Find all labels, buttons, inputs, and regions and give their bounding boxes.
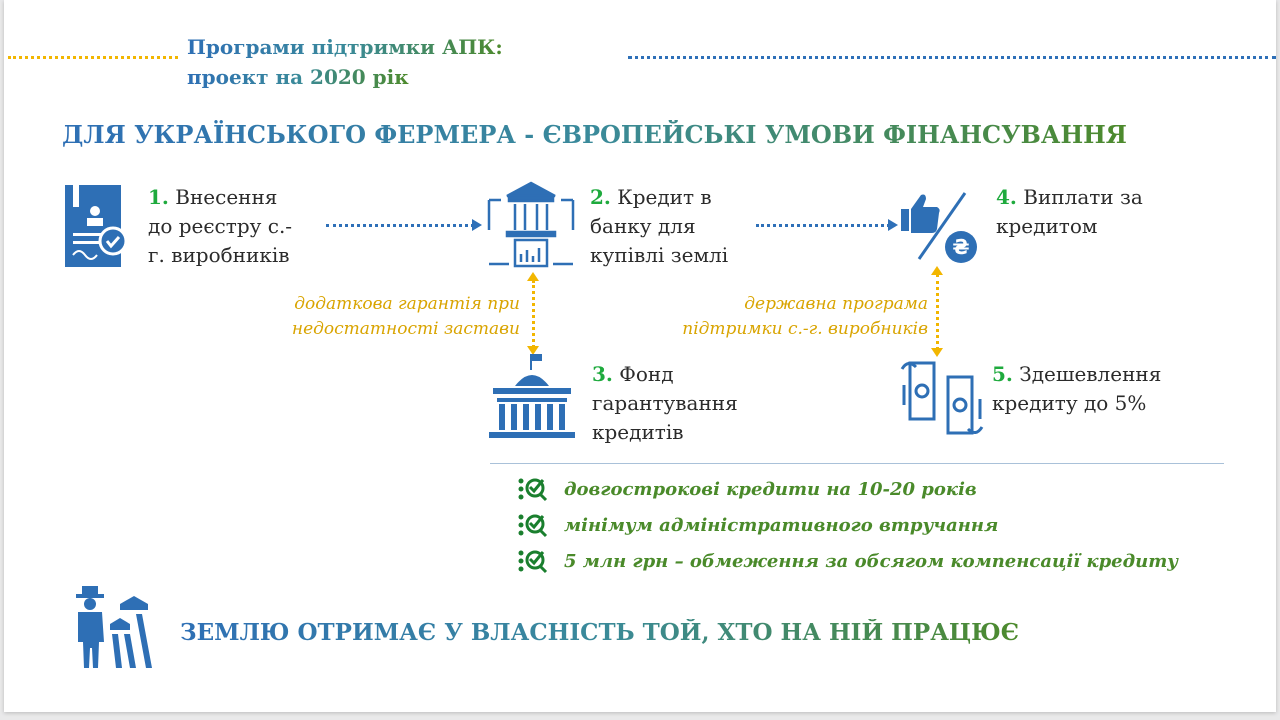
note-line: додаткова гарантія при xyxy=(294,294,520,314)
note-program: державна програма підтримки с.-г. виробн… xyxy=(682,292,928,342)
step-3-text: кредитів xyxy=(592,420,684,444)
step-4-text: кредитом xyxy=(996,214,1098,238)
step-2: 2. Кредит в банку для купівлі землі xyxy=(590,183,728,270)
step-2-number: 2. xyxy=(590,185,611,209)
step-1: 1. Внесення до реєстру с.- г. виробників xyxy=(148,183,292,270)
note-line: державна програма xyxy=(744,294,928,314)
decor-dotted-line-yellow xyxy=(8,56,178,59)
check-magnifier-icon xyxy=(518,514,548,538)
step-2-text: банку для xyxy=(590,214,696,238)
thumbs-up-hryvnia-icon: ₴ xyxy=(895,185,981,267)
step-5: 5. Здешевлення кредиту до 5% xyxy=(992,360,1161,418)
title-line-1: Програми підтримки АПК: xyxy=(187,32,503,62)
step-5-text: кредиту до 5% xyxy=(992,391,1147,415)
step-2-text: купівлі землі xyxy=(590,243,729,267)
step-2-text: Кредит в xyxy=(617,185,712,209)
slide: Програми підтримки АПК: проект на 2020 р… xyxy=(4,0,1276,712)
arrow-2-to-4 xyxy=(756,224,890,227)
step-1-text: до реєстру с.- xyxy=(148,214,293,238)
arrow-1-to-2 xyxy=(326,224,474,227)
headline: ДЛЯ УКРАЇНСЬКОГО ФЕРМЕРА - ЄВРОПЕЙСЬКІ У… xyxy=(62,120,1127,149)
step-1-number: 1. xyxy=(148,185,169,209)
government-building-icon xyxy=(485,352,579,440)
step-3-text: гарантування xyxy=(592,391,738,415)
check-magnifier-icon xyxy=(518,550,548,574)
step-3-number: 3. xyxy=(592,362,613,386)
check-magnifier-icon xyxy=(518,478,548,502)
decor-dotted-line-blue xyxy=(628,56,1276,59)
money-hand-icon xyxy=(900,355,984,441)
benefit-text: 5 млн грн – обмеження за обсягом компенс… xyxy=(564,550,1179,572)
slide-title: Програми підтримки АПК: проект на 2020 р… xyxy=(187,32,503,92)
arrow-head-icon xyxy=(931,266,943,275)
divider xyxy=(490,463,1224,464)
arrow-head-icon xyxy=(527,272,539,281)
step-3: 3. Фонд гарантування кредитів xyxy=(592,360,738,447)
footer-slogan: ЗЕМЛЮ ОТРИМАЄ У ВЛАСНІСТЬ ТОЙ, ХТО НА НІ… xyxy=(180,619,1020,646)
arrow-head-icon xyxy=(931,348,943,357)
bank-icon xyxy=(483,180,579,270)
arrow-head-icon xyxy=(888,219,898,231)
note-line: підтримки с.-г. виробників xyxy=(682,319,928,339)
arrow-head-icon xyxy=(527,346,539,355)
arrow-2-to-3 xyxy=(532,280,535,348)
step-4-text: Виплати за xyxy=(1023,185,1143,209)
step-5-text: Здешевлення xyxy=(1019,362,1162,386)
title-line-2: проект на 2020 рік xyxy=(187,62,409,92)
arrow-4-to-5 xyxy=(936,274,939,350)
svg-text:₴: ₴ xyxy=(952,235,969,259)
benefits-list: довгострокові кредити на 10-20 років мін… xyxy=(518,476,1178,574)
farmer-icon xyxy=(70,584,160,670)
step-3-text: Фонд xyxy=(619,362,674,386)
benefit-item: 5 млн грн – обмеження за обсягом компенс… xyxy=(518,548,1178,574)
registry-document-icon xyxy=(65,185,127,269)
step-4: 4. Виплати за кредитом xyxy=(996,183,1143,241)
note-guarantee: додаткова гарантія при недостатності зас… xyxy=(292,292,520,342)
benefit-text: мінімум адміністративного втручання xyxy=(564,514,999,536)
step-4-number: 4. xyxy=(996,185,1017,209)
benefit-item: довгострокові кредити на 10-20 років xyxy=(518,476,1178,502)
benefit-item: мінімум адміністративного втручання xyxy=(518,512,1178,538)
arrow-head-icon xyxy=(472,219,482,231)
step-1-text: Внесення xyxy=(175,185,278,209)
note-line: недостатності застави xyxy=(291,319,520,339)
step-1-text: г. виробників xyxy=(148,243,290,267)
benefit-text: довгострокові кредити на 10-20 років xyxy=(564,478,977,500)
step-5-number: 5. xyxy=(992,362,1013,386)
